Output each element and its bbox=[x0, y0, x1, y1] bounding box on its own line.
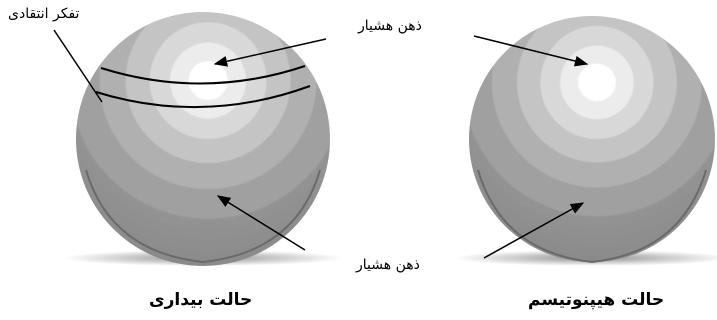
subconscious-mind-label: ذهن هشیار bbox=[356, 257, 420, 273]
right-sphere bbox=[469, 16, 715, 262]
critical-thinking-label: تفکر انتقادی bbox=[8, 6, 79, 22]
conscious-mind-label: ذهن هشیار bbox=[358, 18, 422, 34]
critical-thinking-leader bbox=[54, 30, 102, 102]
hypnosis-state-caption: حالت هیپنوتیسم bbox=[528, 290, 664, 310]
left-sphere bbox=[76, 12, 330, 266]
awake-state-caption: حالت بیداری bbox=[149, 290, 252, 310]
